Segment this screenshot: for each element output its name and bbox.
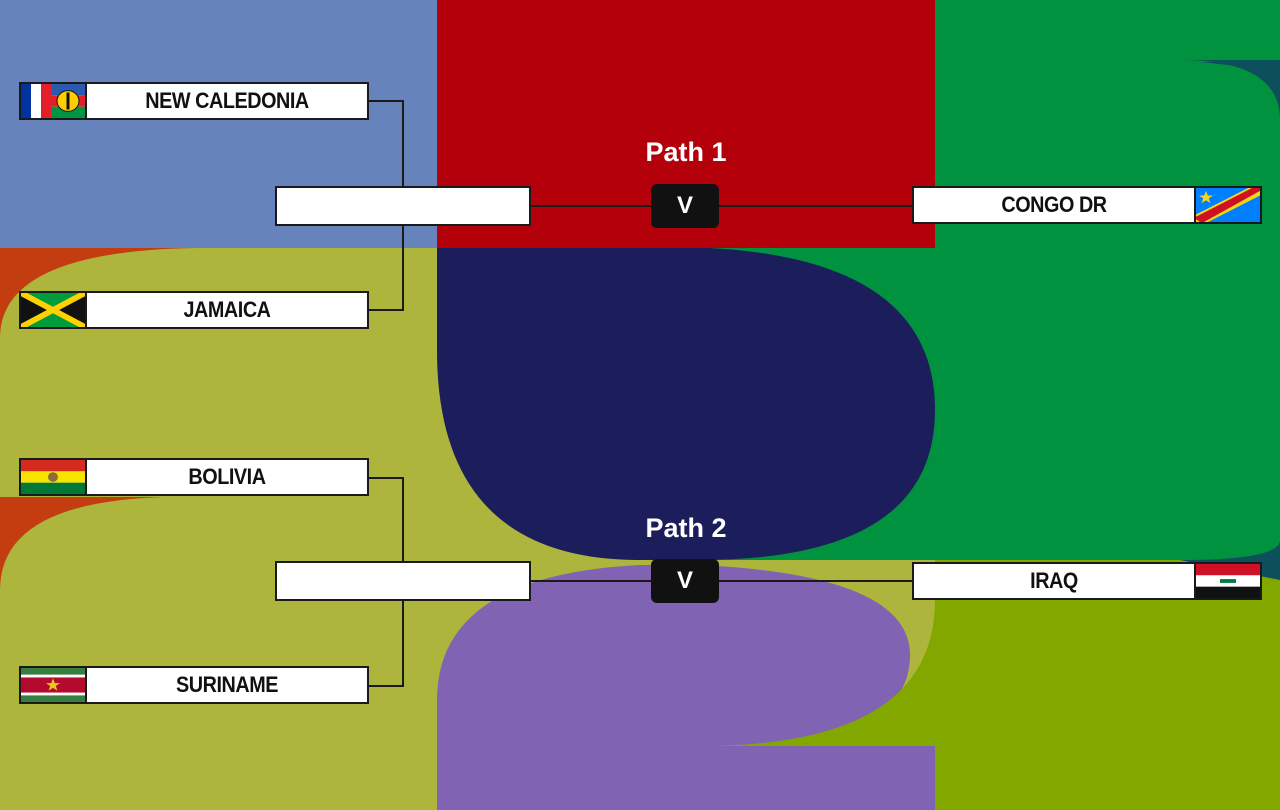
team-name: BOLIVIA	[188, 464, 266, 489]
congo-dr-flag-icon	[1194, 188, 1260, 222]
iraq-flag-icon	[1194, 564, 1260, 598]
team-name: JAMAICA	[183, 297, 271, 322]
team-name: NEW CALEDONIA	[145, 88, 309, 113]
path-1-vs-badge: V	[651, 184, 719, 228]
team-name: CONGO DR	[1001, 192, 1107, 217]
path-2-winner-slot	[275, 561, 531, 601]
path-1-winner-slot	[275, 186, 531, 226]
bolivia-flag-icon	[21, 460, 87, 494]
new-caledonia-flag-icon	[21, 84, 87, 118]
team-suriname[interactable]: SURINAME	[19, 666, 369, 704]
team-name: SURINAME	[175, 672, 279, 697]
team-name: IRAQ	[1030, 568, 1078, 593]
team-iraq[interactable]: IRAQ	[912, 562, 1262, 600]
path-2-title: Path 2	[645, 513, 727, 543]
team-new-caledonia[interactable]: NEW CALEDONIA	[19, 82, 369, 120]
team-bolivia[interactable]: BOLIVIA	[19, 458, 369, 496]
path-1-title: Path 1	[645, 137, 727, 167]
team-jamaica[interactable]: JAMAICA	[19, 291, 369, 329]
team-congo-dr[interactable]: CONGO DR	[912, 186, 1262, 224]
suriname-flag-icon	[21, 668, 87, 702]
path-2-vs-badge: V	[651, 559, 719, 603]
jamaica-flag-icon	[21, 293, 87, 327]
